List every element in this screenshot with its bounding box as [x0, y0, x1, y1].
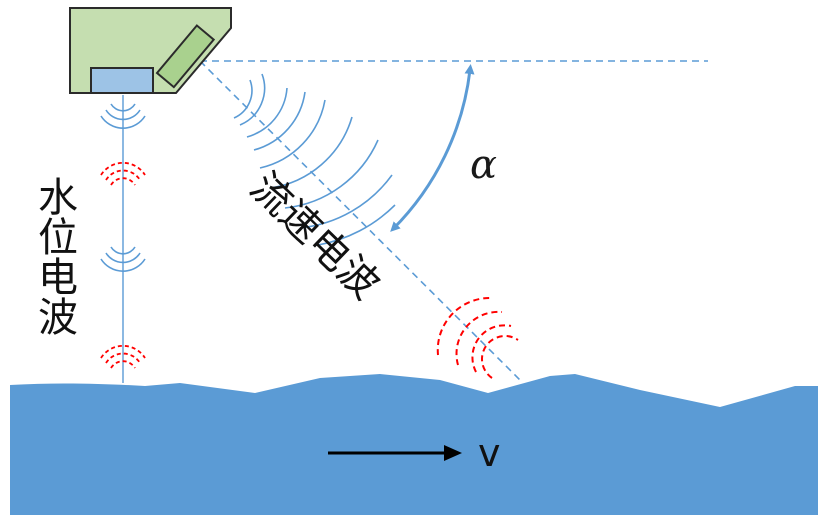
level-emitter: [90, 67, 154, 94]
velocity-reflected-waves: [436, 296, 519, 379]
velocity-emitted-waves: [233, 73, 396, 246]
angle-alpha-label: α: [470, 142, 497, 188]
level-reflected-waves: [100, 162, 146, 369]
velocity-label: v: [478, 431, 501, 475]
water-body: [10, 374, 818, 515]
level-emitted-waves: [100, 103, 146, 272]
velocity-emitter: [155, 24, 216, 89]
velocity-beam-line: [199, 60, 523, 383]
angle-arc: [390, 64, 475, 232]
flow-velocity-wave-label: 流速电波: [241, 164, 388, 308]
radar-sensor-icon: [69, 7, 232, 94]
water-level-wave-label: 水位电波: [31, 176, 77, 336]
arrow-right-icon: [328, 445, 462, 461]
